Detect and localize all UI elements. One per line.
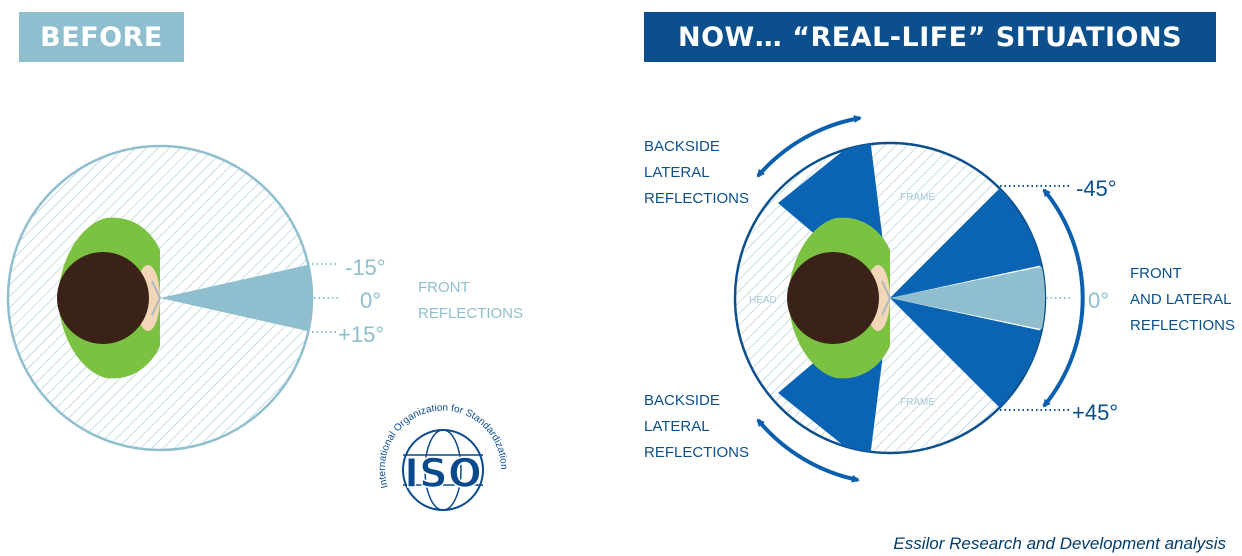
before-banner: BEFORE	[19, 12, 184, 62]
now-front-label-2: AND LATERAL	[1130, 291, 1231, 308]
before-angle-zero: 0°	[360, 288, 381, 313]
backside-arrow-top	[756, 115, 862, 178]
iso-acronym: ISO	[404, 451, 482, 497]
lateral-sector-bottom	[890, 298, 1045, 409]
now-diagram: FRAME FRAME HEAD -45° 0° +45° FRONT AND …	[644, 115, 1235, 483]
hair-shape	[787, 252, 879, 344]
front-reflection-sector	[160, 264, 312, 332]
before-front-label-1: FRONT	[418, 279, 470, 296]
backside-top-label-2: LATERAL	[644, 164, 710, 181]
head-label: HEAD	[749, 295, 777, 306]
glasses-frame	[151, 280, 162, 316]
source-caption: Essilor Research and Development analysi…	[893, 534, 1226, 553]
before-angle-minus: -15°	[345, 255, 386, 280]
before-diagram: -15° 0° +15° FRONT REFLECTIONS	[6, 144, 523, 452]
lateral-sector-top	[890, 187, 1045, 298]
now-head-figure	[787, 217, 892, 379]
hair-shape	[57, 252, 149, 344]
now-angle-zero: 0°	[1088, 288, 1109, 313]
iso-globe-meridian	[424, 429, 462, 511]
front-reflection-sector	[890, 263, 1045, 333]
now-front-label-1: FRONT	[1130, 265, 1182, 282]
before-title: BEFORE	[40, 21, 163, 53]
iso-logo: International Organization for Standardi…	[377, 403, 509, 511]
angle-range-arrow	[1042, 188, 1085, 408]
glasses-frame	[881, 280, 892, 316]
frame-bottom-label: FRAME	[900, 397, 935, 408]
before-angle-plus: +15°	[338, 322, 384, 347]
now-banner: NOW… “REAL-LIFE” SITUATIONS	[644, 12, 1216, 62]
backside-top-label-1: BACKSIDE	[644, 138, 720, 155]
backside-bottom-label-2: LATERAL	[644, 418, 710, 435]
before-head-figure	[57, 217, 162, 379]
now-angle-plus: +45°	[1072, 400, 1118, 425]
now-title: NOW… “REAL-LIFE” SITUATIONS	[677, 21, 1183, 53]
frame-top-label: FRAME	[900, 192, 935, 203]
now-angle-minus: -45°	[1076, 176, 1117, 201]
backside-bottom-label-1: BACKSIDE	[644, 392, 720, 409]
now-front-label-3: REFLECTIONS	[1130, 317, 1235, 334]
backside-top-label-3: REFLECTIONS	[644, 190, 749, 207]
backside-bottom-label-3: REFLECTIONS	[644, 444, 749, 461]
backside-arrow-bottom	[756, 418, 860, 483]
before-front-label-2: REFLECTIONS	[418, 305, 523, 322]
